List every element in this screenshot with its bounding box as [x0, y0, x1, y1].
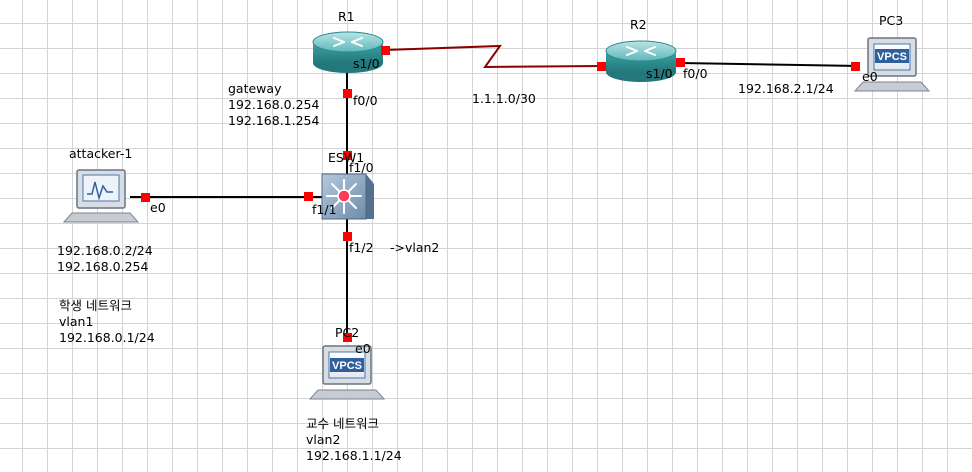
port-r2-f0-0 [676, 58, 685, 67]
iface-r1-f0-0: f0/0 [353, 93, 378, 108]
label-pc3: PC3 [879, 13, 904, 28]
iface-r2-s1-0: s1/0 [646, 66, 673, 81]
note-student-vlan: vlan1 [59, 314, 94, 329]
iface-r1-s1-0: s1/0 [353, 56, 380, 71]
note-gateway-title: gateway [228, 81, 282, 96]
note-attacker-ip: 192.168.0.2/24 192.168.0.254 [57, 243, 153, 275]
port-esw1-f1-0 [343, 151, 352, 160]
note-student-title: 학생 네트워크 [59, 298, 132, 313]
note-vlan2-arrow: ->vlan2 [390, 240, 440, 255]
port-esw1-f1-2 [343, 232, 352, 241]
port-pc3-e0 [851, 62, 860, 71]
switch-esw1[interactable] [321, 173, 374, 220]
note-professor-vlan: vlan2 [306, 432, 341, 447]
note-attacker-gateway: 192.168.0.254 [57, 259, 149, 274]
link-r1-r2-serial[interactable] [384, 44, 602, 69]
label-r1: R1 [338, 9, 355, 24]
note-gateway-ip-1: 192.168.0.254 [228, 97, 320, 112]
workstation-attacker-1[interactable] [62, 169, 140, 223]
note-serial-network: 1.1.1.0/30 [472, 91, 536, 106]
pc3-vpcs-badge: VPCS [877, 51, 907, 63]
iface-esw1-f1-0: f1/0 [349, 160, 374, 175]
iface-pc3-e0: e0 [862, 69, 878, 84]
router-r1[interactable] [312, 31, 384, 73]
pc2-vpcs-badge: VPCS [332, 360, 362, 372]
note-student-network: 학생 네트워크 vlan1 192.168.0.1/24 [59, 298, 155, 346]
note-gateway-ip-2: 192.168.1.254 [228, 113, 320, 128]
label-esw1: ESW1 [328, 150, 365, 165]
pc-pc2[interactable] [308, 345, 386, 400]
label-r2: R2 [630, 17, 647, 32]
port-pc2-e0 [343, 333, 352, 342]
router-arrows-icon [333, 37, 363, 47]
pc-pc3[interactable] [853, 37, 931, 92]
router-arrows-icon [626, 46, 656, 56]
note-professor-network: 교수 네트워크 vlan2 192.168.1.1/24 [306, 416, 402, 464]
iface-pc2-e0: e0 [355, 341, 371, 356]
iface-esw1-f1-2: f1/2 [349, 240, 374, 255]
note-pc3-ip: 192.168.2.1/24 [738, 81, 834, 96]
note-attacker-ip-addr: 192.168.0.2/24 [57, 243, 153, 258]
note-professor-title: 교수 네트워크 [306, 416, 379, 431]
note-student-ip: 192.168.0.1/24 [59, 330, 155, 345]
port-markers [141, 46, 860, 342]
iface-attacker-e0: e0 [150, 200, 166, 215]
port-r1-f0-0 [343, 89, 352, 98]
note-professor-ip: 192.168.1.1/24 [306, 448, 402, 463]
port-r2-s1-0 [597, 62, 606, 71]
label-attacker-1: attacker-1 [69, 146, 133, 161]
link-r2-pc3[interactable] [679, 62, 861, 67]
note-gateway: gateway 192.168.0.254 192.168.1.254 [228, 81, 319, 129]
activity-monitor-icon [87, 181, 113, 201]
iface-esw1-f1-1: f1/1 [312, 202, 337, 217]
port-esw1-f1-1 [304, 192, 313, 201]
iface-r2-f0-0: f0/0 [683, 66, 708, 81]
router-r2[interactable] [605, 40, 677, 82]
label-pc2: PC2 [335, 325, 360, 340]
port-r1-s1-0 [381, 46, 390, 55]
port-attacker-e0 [141, 193, 150, 202]
